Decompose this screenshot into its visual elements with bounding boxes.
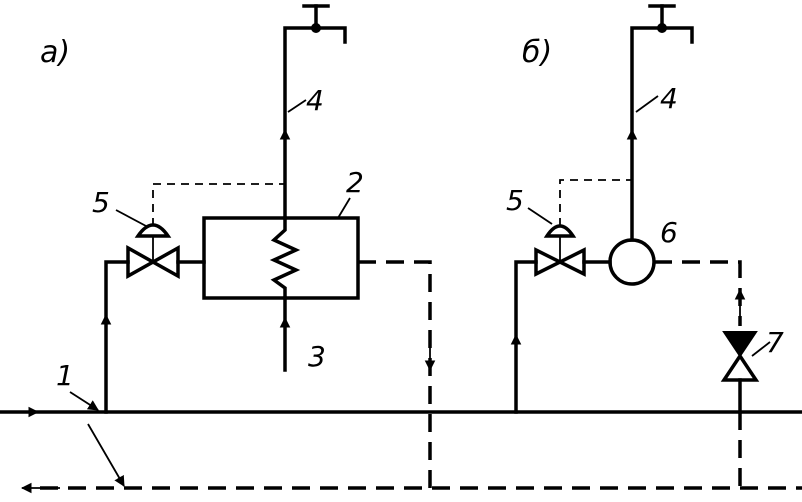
heating-coil (269, 216, 301, 300)
leader-control-valve-a (115, 209, 147, 227)
tap-b (648, 4, 676, 33)
scheme-b: б) 5 6 4 (506, 4, 784, 488)
leader-check-valve (751, 341, 771, 357)
impulse-line-a (152, 183, 285, 226)
supply-riser-b (514, 260, 538, 414)
heat-exchanger (202, 216, 360, 300)
supply-riser-a (104, 260, 130, 414)
label-heat-exchanger: 2 (346, 166, 364, 199)
label-heated-medium-in: 3 (308, 340, 326, 373)
label-outlet-a: 4 (306, 84, 324, 117)
label-check-valve: 7 (766, 326, 784, 359)
recirculation-line-b (654, 260, 742, 326)
leader-heat-exchanger (337, 197, 351, 219)
leader-supply-main (69, 391, 99, 411)
mixer (608, 238, 656, 286)
label-mixer: 6 (660, 216, 678, 249)
leader-return-main (87, 423, 125, 487)
label-supply-main: 1 (56, 359, 74, 392)
leader-outlet-a (287, 99, 307, 113)
leader-control-valve-b (527, 207, 553, 225)
control-valve-a (126, 223, 180, 279)
control-valve-b (534, 224, 586, 277)
label-control-valve-b: 5 (506, 184, 524, 217)
outlet-pipe-b (630, 26, 694, 242)
label-control-valve-a: 5 (92, 186, 110, 219)
scheme-a-title: а) (40, 35, 70, 70)
tap-a (302, 4, 330, 33)
scheme-b-title: б) (522, 35, 552, 70)
scheme-a: а) 1 5 2 3 4 (40, 4, 436, 488)
impulse-line-b (559, 179, 632, 226)
return-pipe-a (358, 260, 432, 488)
leader-outlet-b (635, 95, 659, 113)
outlet-pipe-a (283, 26, 347, 220)
check-valve (720, 331, 760, 382)
label-outlet-b: 4 (660, 82, 678, 115)
